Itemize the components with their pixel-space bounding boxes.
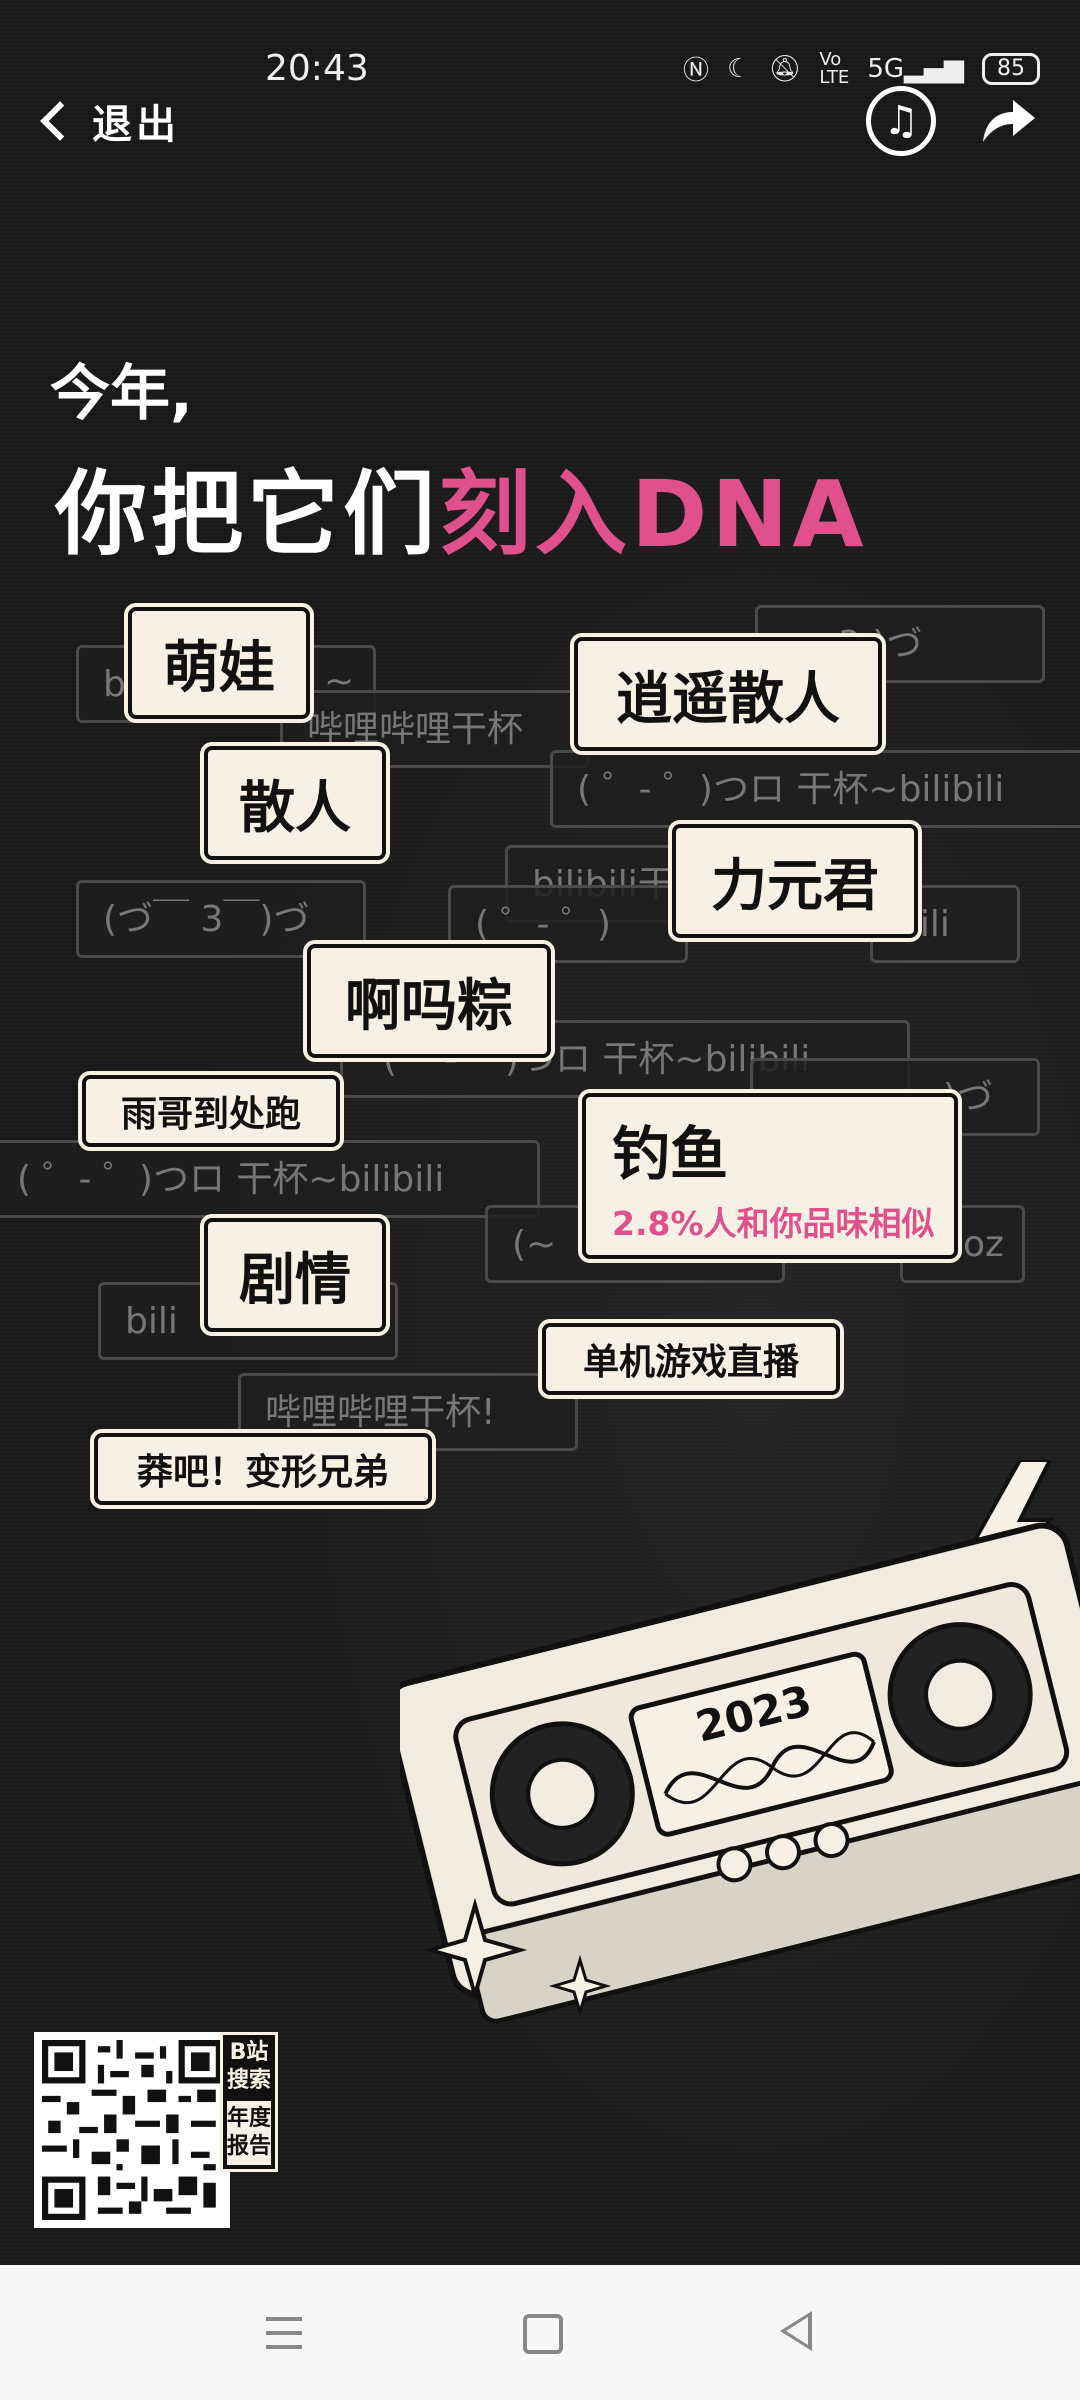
home-icon[interactable] [523, 2314, 563, 2354]
share-icon[interactable] [975, 88, 1039, 152]
dnd-moon-icon: ☾ [727, 53, 751, 84]
cassette-illustration: 2023 [400, 1460, 1080, 2024]
nfc-icon: Ⓝ [683, 56, 710, 86]
status-time: 20:43 [265, 48, 369, 89]
tag-amazong: 啊吗粽 [307, 944, 551, 1058]
tag-fishing-highlight: 钓鱼 2.8%人和你品味相似 [582, 1093, 958, 1259]
heading-white: 你把它们 [55, 461, 440, 568]
exit-label: 退出 [92, 102, 180, 148]
mute-icon: 🔕︎ [768, 53, 802, 84]
tag-xiaoyao-sanren: 逍遥散人 [574, 637, 882, 751]
tag-liyuanjun: 力元君 [672, 824, 918, 938]
qr-caption-report: 年度报告 [227, 2101, 271, 2165]
tag-sanren: 散人 [204, 746, 386, 860]
menu-icon[interactable] [266, 2317, 302, 2359]
tag-juqing: 剧情 [204, 1218, 386, 1332]
tag-fishing-label: 钓鱼 [612, 1120, 729, 1188]
heading-line2: 你把它们刻入DNA [55, 440, 868, 573]
tag-fishing-similarity: 2.8%人和你品味相似 [612, 1204, 935, 1243]
exit-button[interactable]: 退出 [36, 92, 180, 150]
music-note-icon: ♫ [883, 98, 919, 144]
chevron-left-icon [40, 101, 80, 141]
heading-line1: 今年, [50, 359, 193, 429]
back-triangle-icon[interactable] [780, 2311, 812, 2351]
5g-signal-icon: 5G▂▄▆ [867, 53, 964, 84]
battery-indicator: 85 [982, 52, 1040, 85]
qr-caption: B站搜索 年度报告 [220, 2032, 278, 2172]
tag-yuge: 雨哥到处跑 [82, 1075, 340, 1147]
tag-single-player-stream: 单机游戏直播 [542, 1323, 840, 1395]
qr-caption-search: B站搜索 [226, 2040, 271, 2093]
tag-mangba: 莽吧！变形兄弟 [94, 1433, 432, 1505]
system-navigation-bar [0, 2265, 1080, 2400]
qr-code [34, 2032, 230, 2228]
music-toggle-button[interactable]: ♫ [866, 86, 936, 156]
tag-mengwa: 萌娃 [128, 607, 310, 719]
danmaku-item: ( ゜- ゜)つロ 干杯~bilibili [550, 750, 1080, 828]
danmaku-item: ( ゜- ゜)つロ 干杯~bilibili [0, 1140, 540, 1218]
heading-pink: 刻入DNA [439, 461, 868, 568]
